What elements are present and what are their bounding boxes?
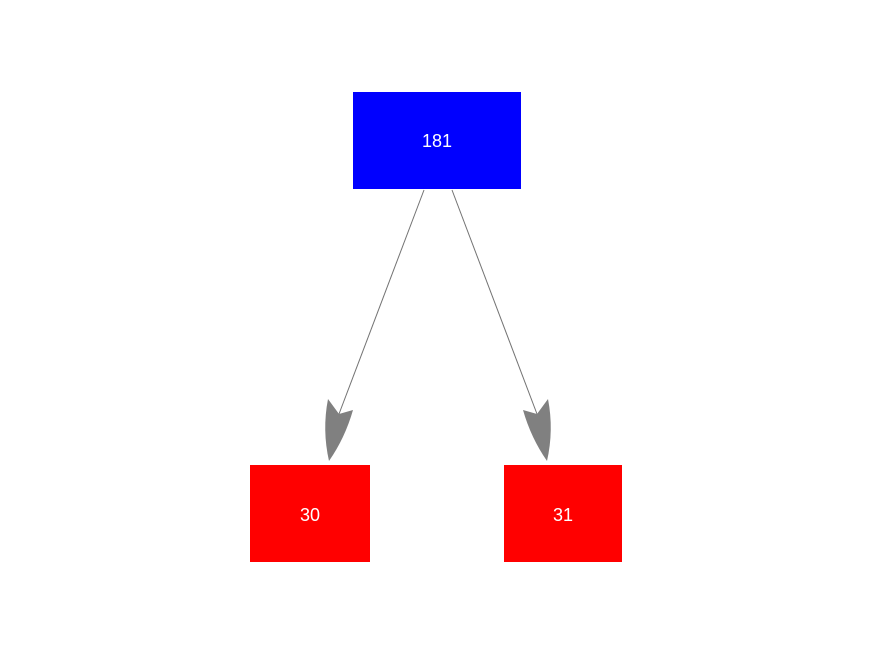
edge-root-to-left-leaf (325, 189, 425, 461)
node-root-label: 181 (422, 131, 452, 151)
edge-line-left (338, 189, 425, 415)
node-leaf-right-box (504, 465, 622, 562)
edge-root-to-right-leaf (451, 189, 551, 461)
node-leaf-right-label: 31 (553, 505, 573, 525)
node-leaf-left: 30 (250, 465, 370, 562)
arrowhead-right-icon (523, 399, 551, 461)
node-root-box (353, 92, 521, 189)
node-leaf-right: 31 (504, 465, 622, 562)
node-leaf-left-label: 30 (300, 505, 320, 525)
arrowhead-left-icon (325, 399, 353, 461)
node-leaf-left-box (250, 465, 370, 562)
node-root: 181 (353, 92, 521, 189)
edge-line-right (451, 189, 538, 415)
